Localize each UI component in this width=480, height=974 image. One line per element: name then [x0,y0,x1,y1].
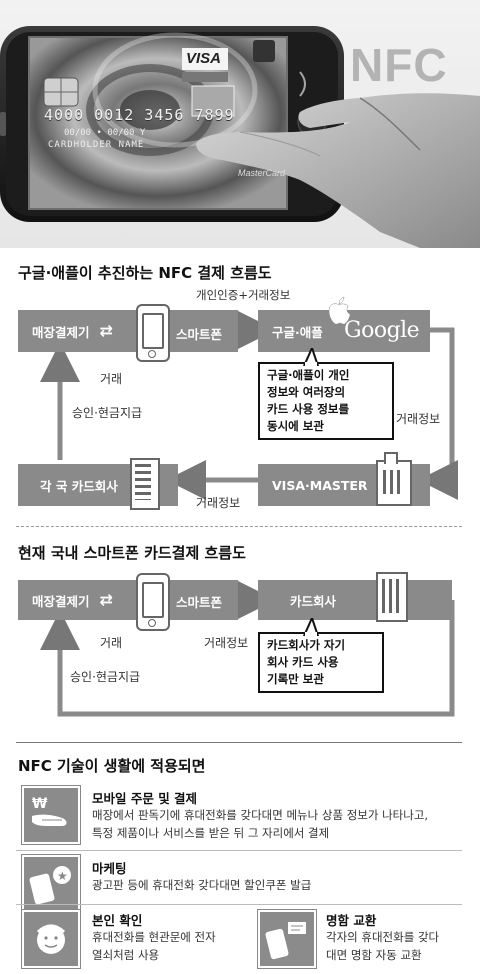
card-mastercard: MasterCard [238,168,286,178]
item-divider [16,904,462,905]
flow1-smartphone-label: 스마트폰 [176,327,223,342]
use-item-title: 본인 확인 [92,913,143,928]
flow2-card-company-box: 카드회사 [258,580,452,620]
flow1-note-line4: 동시에 보관 [267,419,324,433]
item-divider [16,850,462,851]
flow2-note-line1: 카드회사가 자기 [267,638,346,652]
flow1-label-approval: 승인·현금지급 [72,406,143,420]
flow1-store-box: 매장결제기 ⇄ [18,310,238,352]
nfc-big-label: NFC [350,39,448,91]
google-logo: Google [344,318,420,343]
use-item-title: 마케팅 [92,861,127,876]
svg-text:★: ★ [57,869,68,883]
use-item-desc-line: 특정 제품이나 서비스를 받은 뒤 그 자리에서 결제 [92,826,330,840]
flow1-google-apple-label: 구글·애플 [272,324,323,340]
use-item-desc-line: 열쇠처럼 사용 [92,948,160,962]
flow1-title: 구글·애플이 추진하는 NFC 결제 흐름도 [18,264,272,282]
hero-photo: VISA 4000 0012 3456 7899 00/00 • 00/00 Y… [0,0,480,248]
flow1-card-companies-label: 각 국 카드회사 [40,478,118,494]
flow2-label-info: 거래정보 [204,636,249,650]
flow1-note-pointer [302,348,320,366]
smartphone-icon [136,573,170,631]
flow2-label-approval: 승인·현금지급 [70,670,141,684]
smartphone-icon [136,304,170,362]
hero-illustration [0,26,480,248]
flow1-store-label: 매장결제기 [32,324,90,340]
use-item-desc-line: 각자의 휴대전화를 갖다 [326,930,440,944]
flow2-connectors [40,580,455,717]
use-item-desc-line: 매장에서 판독기에 휴대전화를 갖다대면 메뉴나 상품 정보가 나타나고, [92,808,429,822]
marketing-icon: ★ [21,854,81,914]
flow2-store-box: 매장결제기 ⇄ [18,580,238,620]
flow1-label-info-bottom: 거래정보 [196,496,241,510]
flow2-note: 카드회사가 자기 회사 카드 사용 기록만 보관 [258,632,384,693]
flow1-note-line2: 정보와 여러장의 [267,385,346,399]
flow2-title: 현재 국내 스마트폰 카드결제 흐름도 [18,544,246,562]
flow2-smartphone-label: 스마트폰 [176,595,223,610]
flow2-store-label: 매장결제기 [32,593,90,609]
business-card-icon [257,909,317,969]
card-dates: 00/00 • 00/00 Y [64,128,146,138]
use-item-title: 모바일 주문 및 결제 [92,791,198,806]
exchange-arrows-icon: ⇄ [99,321,113,340]
flow1-note-line1: 구글·애플이 개인 [267,368,350,382]
apple-logo-icon [326,296,352,326]
use-item-desc-line: 광고판 등에 휴대전화 갖다대면 할인쿠폰 발급 [92,878,312,892]
card-holder: CARDHOLDER NAME [48,140,145,150]
flow1-visa-master-label: VISA·MASTER [272,477,368,493]
use-item-desc-line: 휴대전화를 현관문에 전자 [92,930,216,944]
building-icon [130,458,160,510]
use-item-title: 명함 교환 [326,913,377,928]
flow1-note: 구글·애플이 개인 정보와 여러장의 카드 사용 정보를 동시에 보관 [258,362,394,440]
building-icon [376,572,408,622]
use-item-desc-line: 대면 명함 자동 교환 [326,948,422,962]
card-number: 4000 0012 3456 7899 [44,106,235,124]
flow2-note-line3: 기록만 보관 [267,672,324,686]
flow2-note-line2: 회사 카드 사용 [267,655,339,669]
flow1-connectors [40,310,458,500]
svg-text:₩: ₩ [32,796,48,812]
flow1-label-auth: 개인인증+거래정보 [196,288,291,302]
section-divider [16,526,462,527]
building-icon [376,452,412,506]
flow1-label-info-right: 거래정보 [396,412,441,426]
flow2-note-pointer [302,618,320,636]
exchange-arrows-icon: ⇄ [99,590,113,609]
flow1-note-line3: 카드 사용 정보를 [267,402,350,416]
flow2-label-trade: 거래 [100,636,123,650]
card-brand: VISA [186,50,222,67]
identity-icon [21,909,81,969]
flow2-card-company-label: 카드회사 [290,593,337,609]
uses-title: NFC 기술이 생활에 적용되면 [18,757,206,775]
flow1-label-trade: 거래 [100,372,123,386]
payment-icon: ₩ [21,785,81,845]
section-rule [16,742,462,743]
